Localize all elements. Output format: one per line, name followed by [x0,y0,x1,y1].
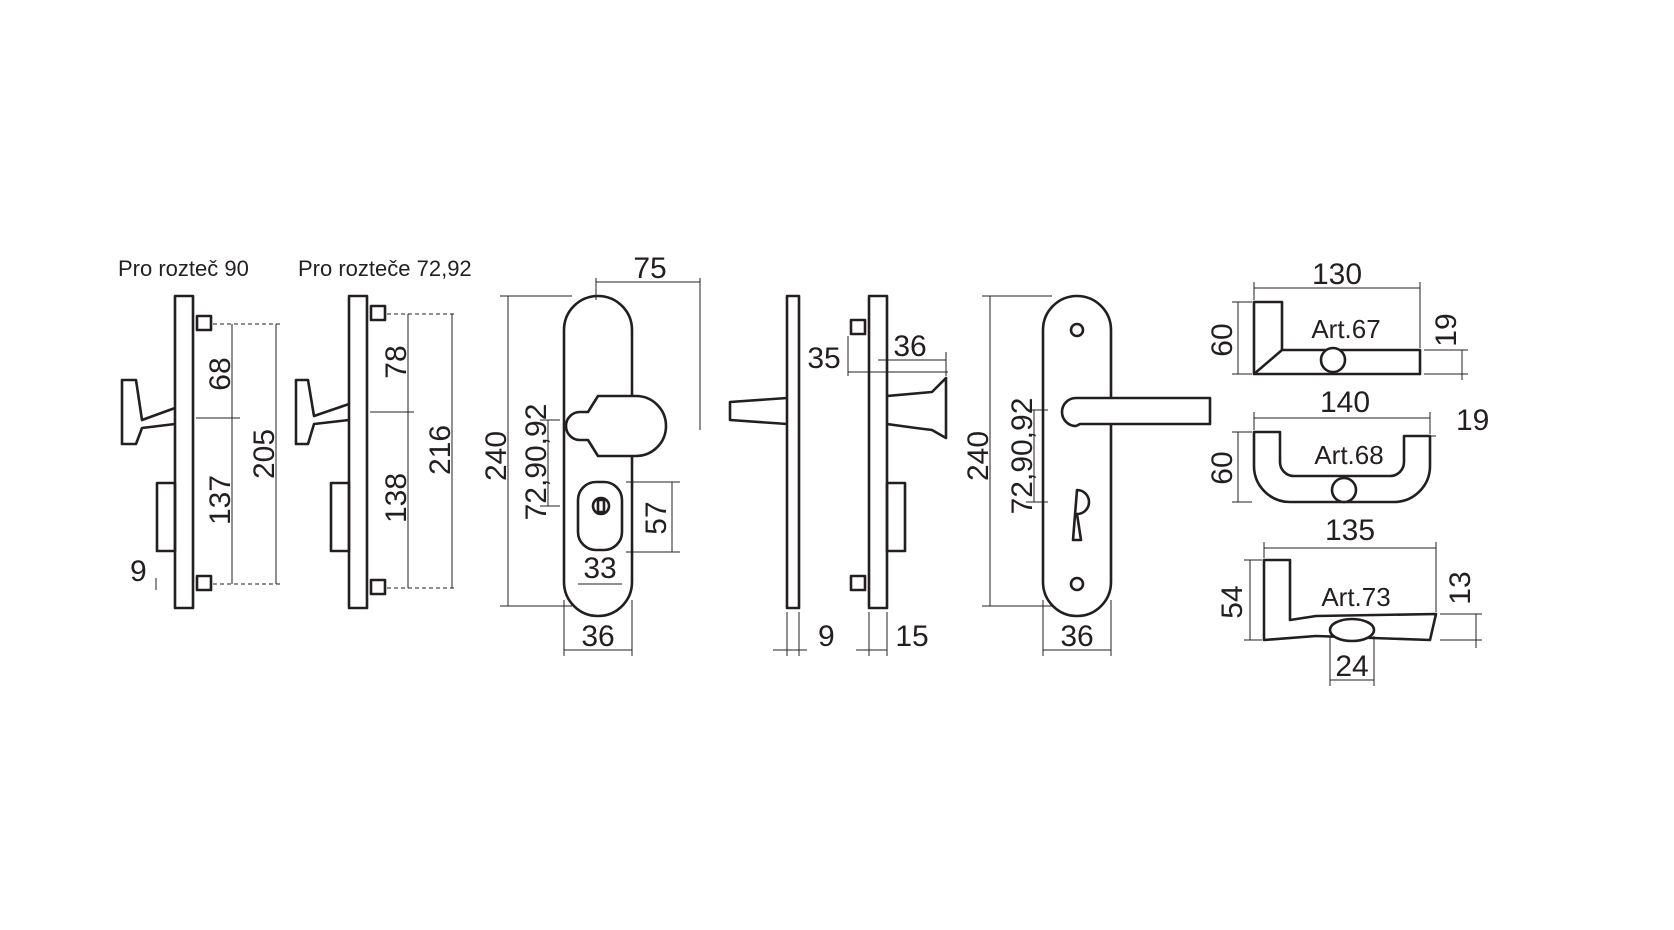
keyhole-front2 [1071,488,1091,542]
cylinder-slot [596,498,606,514]
dim-side-knob-len: 35 [807,342,840,375]
dim-side7292-bottom: 138 [380,473,413,523]
label-art73: Art.73 [1321,582,1390,612]
dim-art67-length: 130 [1312,258,1362,291]
dim-side90-offset: 9 [130,555,147,588]
lever-art73: 135 54 13 24 Art.73 [1216,514,1482,686]
cylinder-guard-inner [885,481,907,553]
dim-front1-width: 36 [581,620,614,653]
plate-outer [785,294,801,610]
lever-art67: 130 60 19 Art.67 [1206,258,1468,380]
front-view-lever: 240 72,90,92 36 [962,294,1212,656]
dim-front2-height: 240 [962,431,995,481]
lever-handle-front2 [1060,396,1212,428]
bottom-pin [369,578,387,596]
lever-art73-hub [1328,617,1376,643]
dim-front1-height: 240 [480,431,513,481]
dim-side7292-top: 78 [380,345,413,378]
dim-side-plate-thickness: 9 [818,620,835,653]
cylinder-guard-front1 [576,480,624,552]
dim-art73-thickness: 13 [1444,571,1477,604]
side-view-spacing-90: 68 137 205 9 [120,294,282,610]
knob-inner [886,376,948,440]
cylinder-guard-side-7292 [329,481,351,553]
screw-hole-top [1069,322,1085,338]
plate-side-90 [173,294,195,610]
lever-art67-hub [1319,346,1347,374]
dim-art68-length: 140 [1320,386,1370,419]
dim-front1-cylinder-w: 33 [583,552,616,585]
bottom-pin [195,574,213,592]
label-art68: Art.68 [1314,440,1383,470]
dim-side90-bottom: 137 [204,475,237,525]
side-view-inner: 35 36 15 [807,294,948,656]
knob-side-90 [120,378,176,446]
dim-art73-length: 135 [1325,514,1375,547]
label-art67: Art.67 [1311,314,1380,344]
dim-side7292-total: 216 [424,425,457,475]
front-view-knob: 75 240 72,90,92 57 33 36 [480,252,701,656]
dim-front2-width: 36 [1060,620,1093,653]
dim-side-inner-knob: 36 [893,330,926,363]
dim-front1-cylinder-h: 57 [640,501,673,534]
escutcheon-plate-front1 [562,294,634,618]
knob-side-7292 [294,378,350,446]
dim-front2-spacing: 72,90,92 [1006,398,1039,515]
plate-side-7292 [347,294,369,610]
top-pin [195,314,213,332]
dim-front1-handle-reach: 75 [633,252,666,285]
dim-front1-spacing: 72,90,92 [520,404,553,521]
top-pin [369,304,387,322]
dim-art67-height: 60 [1206,323,1239,356]
dim-side90-total: 205 [248,429,281,479]
dim-art73-height: 54 [1216,585,1249,618]
dim-side-inner-thickness: 15 [895,620,928,653]
side-view-spacing-72-92: 78 138 216 [294,294,457,610]
caption-spacing-90: Pro rozteč 90 [118,256,249,281]
lever-art68-profile [1252,430,1432,504]
dim-art67-thickness: 19 [1430,313,1463,346]
caption-spacing-72-92: Pro rozteče 72,92 [298,256,472,281]
cylinder-hole [591,496,611,516]
bottom-pin-inner [849,574,867,592]
side-view-outer: 9 [728,294,835,656]
top-pin-inner [849,318,867,336]
escutcheon-plate-front2 [1041,294,1113,618]
knob-front1 [564,394,668,458]
dim-art68-thickness: 19 [1456,404,1489,437]
lever-art73-profile [1262,558,1438,642]
dim-art68-height: 60 [1206,451,1239,484]
cylinder-guard-side-90 [155,481,177,553]
lever-art68-hub [1330,476,1358,504]
dim-side90-top: 68 [204,357,237,390]
dim-art73-diameter: 24 [1335,650,1368,683]
plate-inner [867,294,889,610]
lever-art68: 140 60 19 Art.68 [1206,386,1489,504]
knob-outer [728,396,788,426]
screw-hole-bottom [1069,576,1085,592]
